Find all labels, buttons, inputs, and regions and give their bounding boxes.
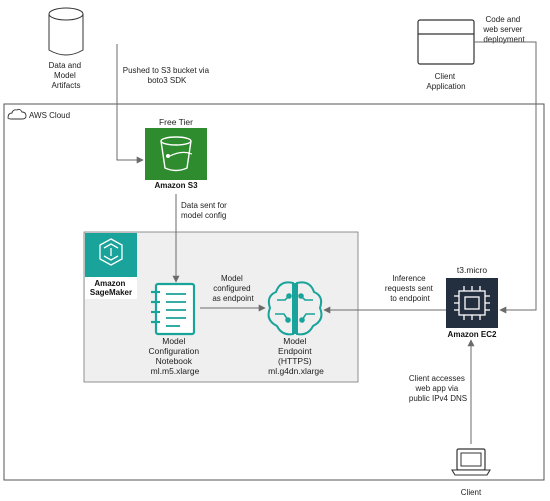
aws-cloud-icon: [7, 108, 27, 120]
aws-cloud-container: [3, 103, 545, 481]
endpoint-label: Model Endpoint (HTTPS) ml.g4dn.xlarge: [268, 336, 324, 376]
s3-icon: [145, 128, 207, 180]
notebook-icon: [151, 282, 196, 336]
brain-icon: [267, 281, 323, 336]
arrow-clientapp-to-ec2: [474, 41, 537, 314]
client-label: Client: [461, 488, 482, 497]
laptop-icon: [451, 448, 491, 476]
client-application-label: Client Application: [426, 72, 465, 91]
sagemaker-label-bg: [85, 277, 137, 299]
arrow-artifacts-to-s3: [116, 44, 144, 164]
deploy-note: Code and web server deployment: [482, 15, 525, 44]
s3-tier-label: Free Tier: [159, 117, 193, 127]
client-access-note: Client accesses web app via public IPv4 …: [409, 374, 467, 403]
endpoint-config-note: Model configured as endpoint: [212, 274, 254, 303]
ec2-name-label: Amazon EC2: [448, 330, 497, 339]
notebook-label: Model Configuration Notebook ml.m5.xlarg…: [149, 336, 202, 376]
data-artifacts-label: Data and Model Artifacts: [49, 61, 84, 90]
client-application-icon: [417, 19, 475, 65]
sagemaker-icon: [85, 233, 137, 277]
push-note: Pushed to S3 bucket via boto3 SDK: [123, 66, 212, 85]
database-icon: [48, 7, 84, 56]
ec2-icon: [446, 278, 498, 328]
aws-cloud-label: AWS Cloud: [29, 111, 70, 120]
connectors: [116, 41, 537, 444]
ec2-tier-label: t3.micro: [457, 265, 488, 275]
data-sent-note: Data sent for model config: [181, 201, 229, 220]
inference-note: Inference requests sent to endpoint: [385, 274, 435, 303]
s3-name-label: Amazon S3: [154, 181, 198, 190]
sagemaker-label: Amazon SageMaker: [90, 279, 132, 297]
